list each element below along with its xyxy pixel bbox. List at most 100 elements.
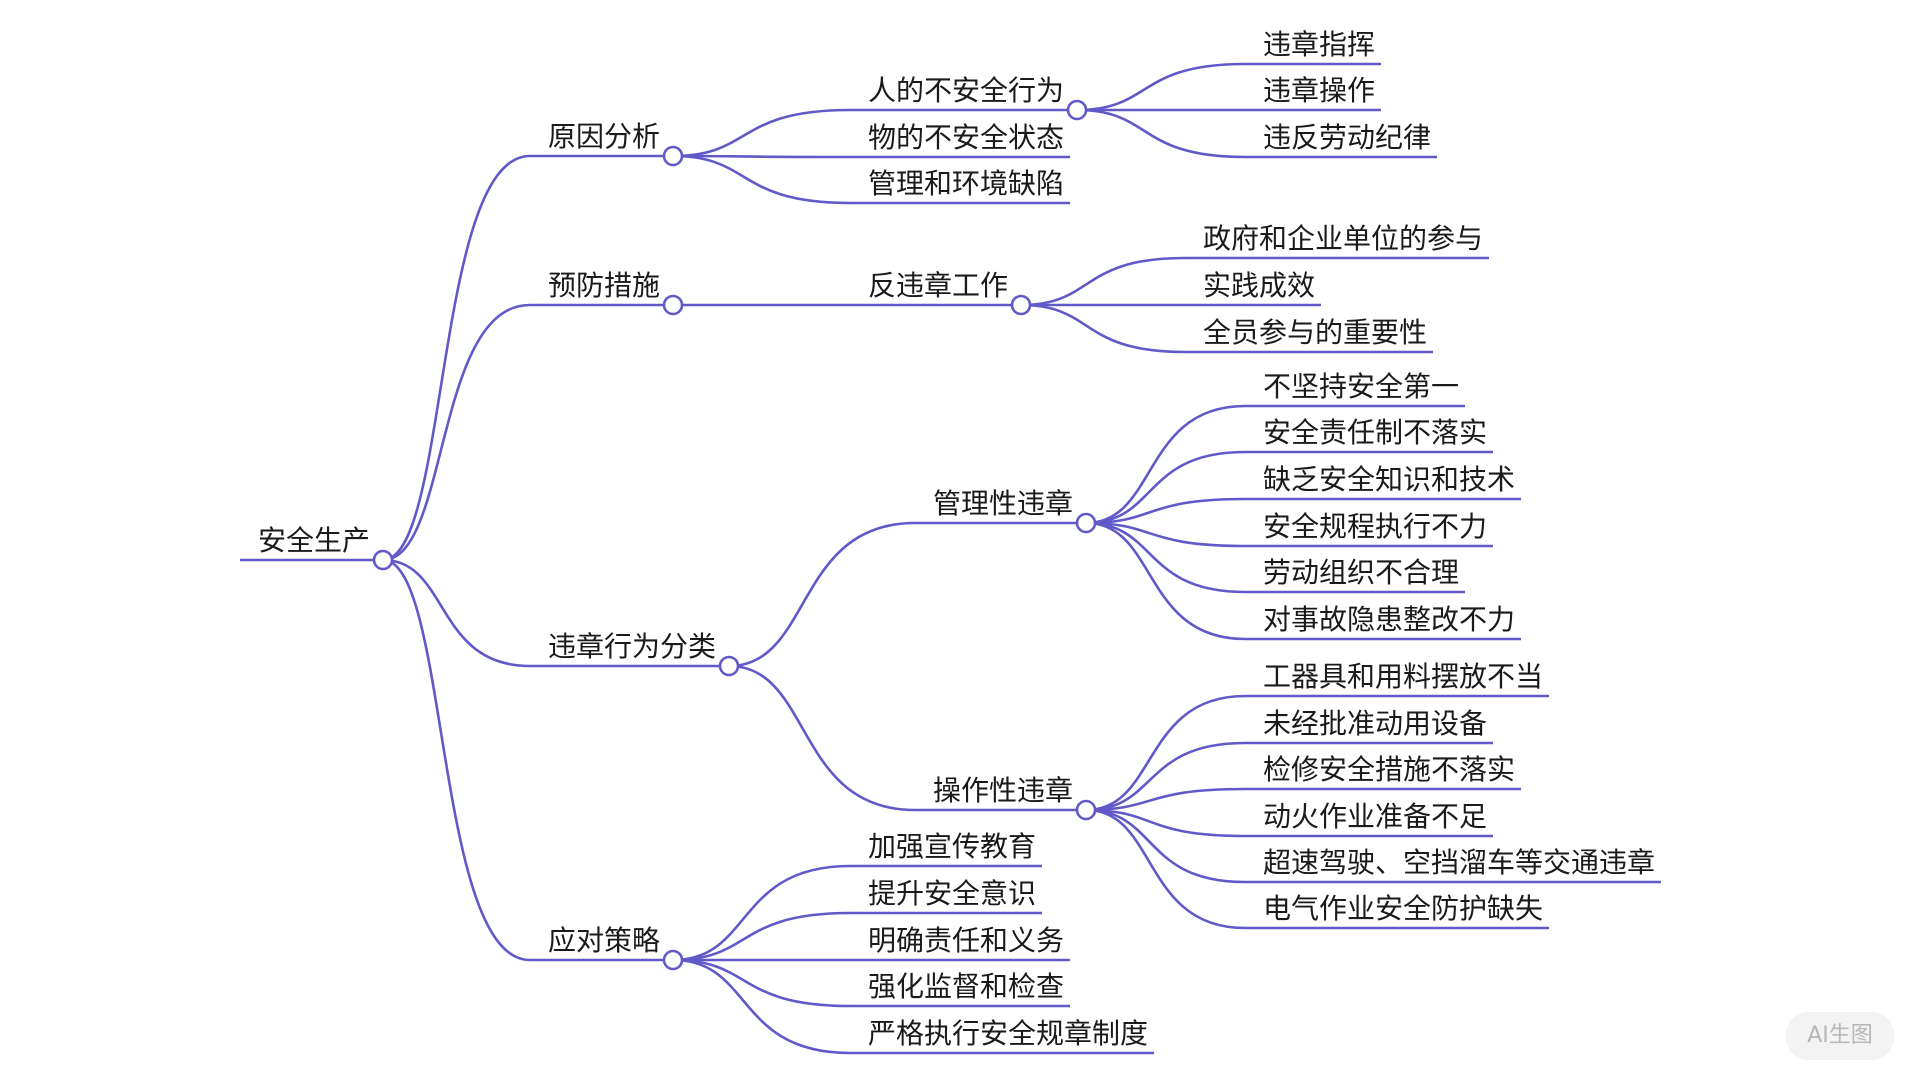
connector-edge [673,154,851,205]
topic-label: 管理和环境缺陷 [868,167,1064,200]
collapse-toggle-icon[interactable] [662,949,684,971]
topic-label: 违章操作 [1263,74,1375,107]
branch-topic[interactable]: 人的不安全行为 [850,74,1071,112]
branch-topic[interactable]: 原因分析 [530,120,667,158]
topic-label: 劳动组织不合理 [1263,556,1459,589]
topic-label: 严格执行安全规章制度 [868,1017,1148,1050]
connector-edge [673,911,851,962]
branch-topic[interactable]: 操作性违章 [915,774,1080,812]
connector-edge [1077,108,1246,159]
collapse-toggle-icon[interactable] [1066,99,1088,121]
leaf-topic[interactable]: 对事故隐患整改不力 [1245,603,1522,641]
leaf-topic[interactable]: 违章指挥 [1245,28,1382,66]
topic-label: 原因分析 [548,120,660,153]
leaf-topic[interactable]: 不坚持安全第一 [1245,370,1466,408]
ai-watermark-badge: AI生图 [1786,1012,1894,1060]
leaf-topic[interactable]: 政府和企业单位的参与 [1185,222,1490,260]
connector-edge [729,664,916,812]
leaf-topic[interactable]: 明确责任和义务 [850,924,1071,962]
connector-edge [673,864,851,962]
leaf-topic[interactable]: 未经批准动用设备 [1245,707,1494,745]
branch-topic[interactable]: 应对策略 [530,924,667,962]
topic-label: 违章行为分类 [548,630,716,663]
topic-label: 强化监督和检查 [868,970,1064,1003]
leaf-topic[interactable]: 检修安全措施不落实 [1245,753,1522,791]
topic-label: 未经批准动用设备 [1263,707,1487,740]
topic-label: 违反劳动纪律 [1263,121,1431,154]
branch-topic[interactable]: 管理性违章 [915,487,1080,525]
leaf-topic[interactable]: 安全规程执行不力 [1245,510,1494,548]
connector-edge [1086,787,1246,812]
collapse-toggle-icon[interactable] [662,145,684,167]
topic-label: 安全责任制不落实 [1263,416,1487,449]
leaf-topic[interactable]: 电气作业安全防护缺失 [1245,892,1550,930]
topic-label: 明确责任和义务 [868,924,1064,957]
connector-edge [673,958,851,1055]
topic-label: 应对策略 [548,924,660,957]
topic-label: 不坚持安全第一 [1263,370,1459,403]
branch-topic[interactable]: 反违章工作 [850,269,1015,307]
topic-label: 缺乏安全知识和技术 [1263,463,1515,496]
leaf-topic[interactable]: 安全责任制不落实 [1245,416,1494,454]
connector-edge [673,958,851,1008]
leaf-topic[interactable]: 全员参与的重要性 [1185,316,1434,354]
topic-label: 全员参与的重要性 [1203,316,1427,349]
collapse-toggle-icon[interactable] [662,294,684,316]
leaf-topic[interactable]: 劳动组织不合理 [1245,556,1466,594]
connector-edge [1086,497,1246,525]
connector-edge [383,558,531,668]
topic-label: 物的不安全状态 [868,121,1064,154]
leaf-topic[interactable]: 物的不安全状态 [850,121,1071,159]
leaf-topic[interactable]: 管理和环境缺陷 [850,167,1071,205]
branch-topic[interactable]: 预防措施 [530,269,667,307]
topic-label: 动火作业准备不足 [1263,800,1487,833]
collapse-toggle-icon[interactable] [1075,799,1097,821]
topic-label: 超速驾驶、空挡溜车等交通违章 [1263,846,1655,879]
topic-label: 反违章工作 [868,269,1008,302]
leaf-topic[interactable]: 超速驾驶、空挡溜车等交通违章 [1245,846,1662,884]
connector-edge [673,108,851,158]
connector-edge [1086,521,1246,548]
root-topic[interactable]: 安全生产 [240,524,377,562]
collapse-toggle-icon[interactable] [1075,512,1097,534]
connector-edge [1021,256,1186,307]
topic-label: 电气作业安全防护缺失 [1263,892,1543,925]
branch-topic[interactable]: 违章行为分类 [530,630,723,668]
topic-label: 对事故隐患整改不力 [1263,603,1515,636]
topic-label: 操作性违章 [933,774,1073,807]
topic-label: 预防措施 [548,269,660,302]
leaf-topic[interactable]: 缺乏安全知识和技术 [1245,463,1522,501]
topic-label: 安全生产 [258,524,370,557]
connector-edge [729,521,916,668]
connector-edge [382,154,531,562]
collapse-toggle-icon[interactable] [718,655,740,677]
connector-edge [1086,521,1246,641]
connector-edge [1086,808,1246,884]
leaf-topic[interactable]: 强化监督和检查 [850,970,1071,1008]
connector-edge [1086,808,1246,930]
connector-edge [1086,694,1246,812]
connector-edge [1086,521,1246,594]
leaf-topic[interactable]: 严格执行安全规章制度 [850,1017,1155,1055]
topic-label: 工器具和用料摆放不当 [1263,660,1543,693]
leaf-topic[interactable]: 加强宣传教育 [850,830,1043,868]
connector-edge [1086,404,1246,525]
leaf-topic[interactable]: 动火作业准备不足 [1245,800,1494,838]
leaf-topic[interactable]: 实践成效 [1185,269,1322,307]
leaf-topic[interactable]: 提升安全意识 [850,877,1043,915]
connector-edge [1077,62,1246,112]
topic-label: 检修安全措施不落实 [1263,753,1515,786]
leaf-topic[interactable]: 违章操作 [1245,74,1382,112]
collapse-toggle-icon[interactable] [1010,294,1032,316]
topic-label: 安全规程执行不力 [1263,510,1487,543]
connector-edge [673,154,851,159]
connector-edge [1086,450,1246,525]
connector-edge [1021,303,1186,354]
topic-label: 管理性违章 [933,487,1073,520]
leaf-topic[interactable]: 工器具和用料摆放不当 [1245,660,1550,698]
connector-edge [382,303,531,562]
leaf-topic[interactable]: 违反劳动纪律 [1245,121,1438,159]
collapse-toggle-icon[interactable] [372,549,394,571]
topic-label: 加强宣传教育 [868,830,1036,863]
